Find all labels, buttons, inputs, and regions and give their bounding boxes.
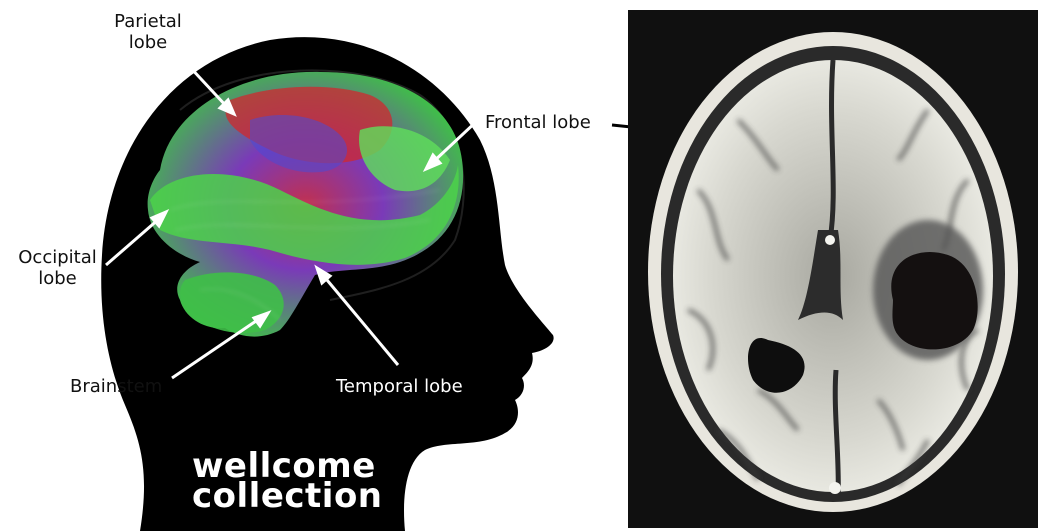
- label-temporal-lobe: Temporal lobe: [336, 376, 486, 397]
- label-occipital-lobe: Occipital lobe: [10, 247, 105, 289]
- label-brainstem: Brainstem: [70, 376, 175, 397]
- head-illustration-panel: Parietal lobe Occipital lobe Brainstem T…: [0, 0, 600, 531]
- label-parietal-lobe: Parietal lobe: [108, 11, 188, 53]
- wellcome-collection-logo: wellcome collection: [192, 451, 383, 511]
- lesion-right: [891, 252, 977, 349]
- label-frontal-lobe: Frontal lobe: [485, 112, 615, 133]
- mri-axial-slice: [628, 10, 1038, 528]
- mri-scan-panel: [628, 10, 1038, 528]
